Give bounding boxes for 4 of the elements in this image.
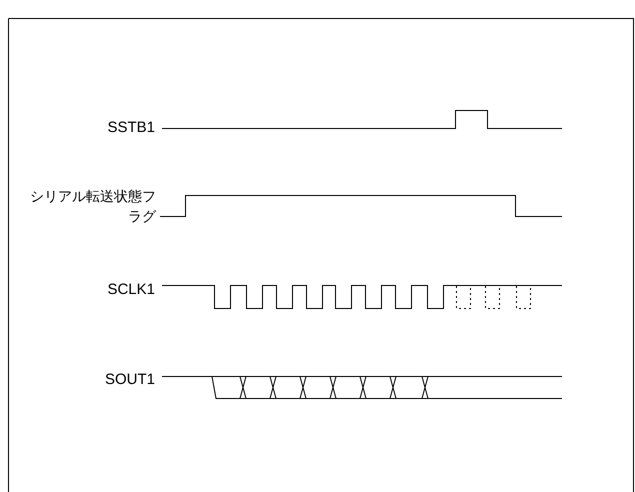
signal-name: SCLK1 (106, 280, 155, 300)
signal-name: SOUT1 (104, 370, 155, 390)
signal-name: SSTB1 (106, 118, 155, 138)
signal-name: シリアル転送状態フラグ (29, 187, 156, 226)
